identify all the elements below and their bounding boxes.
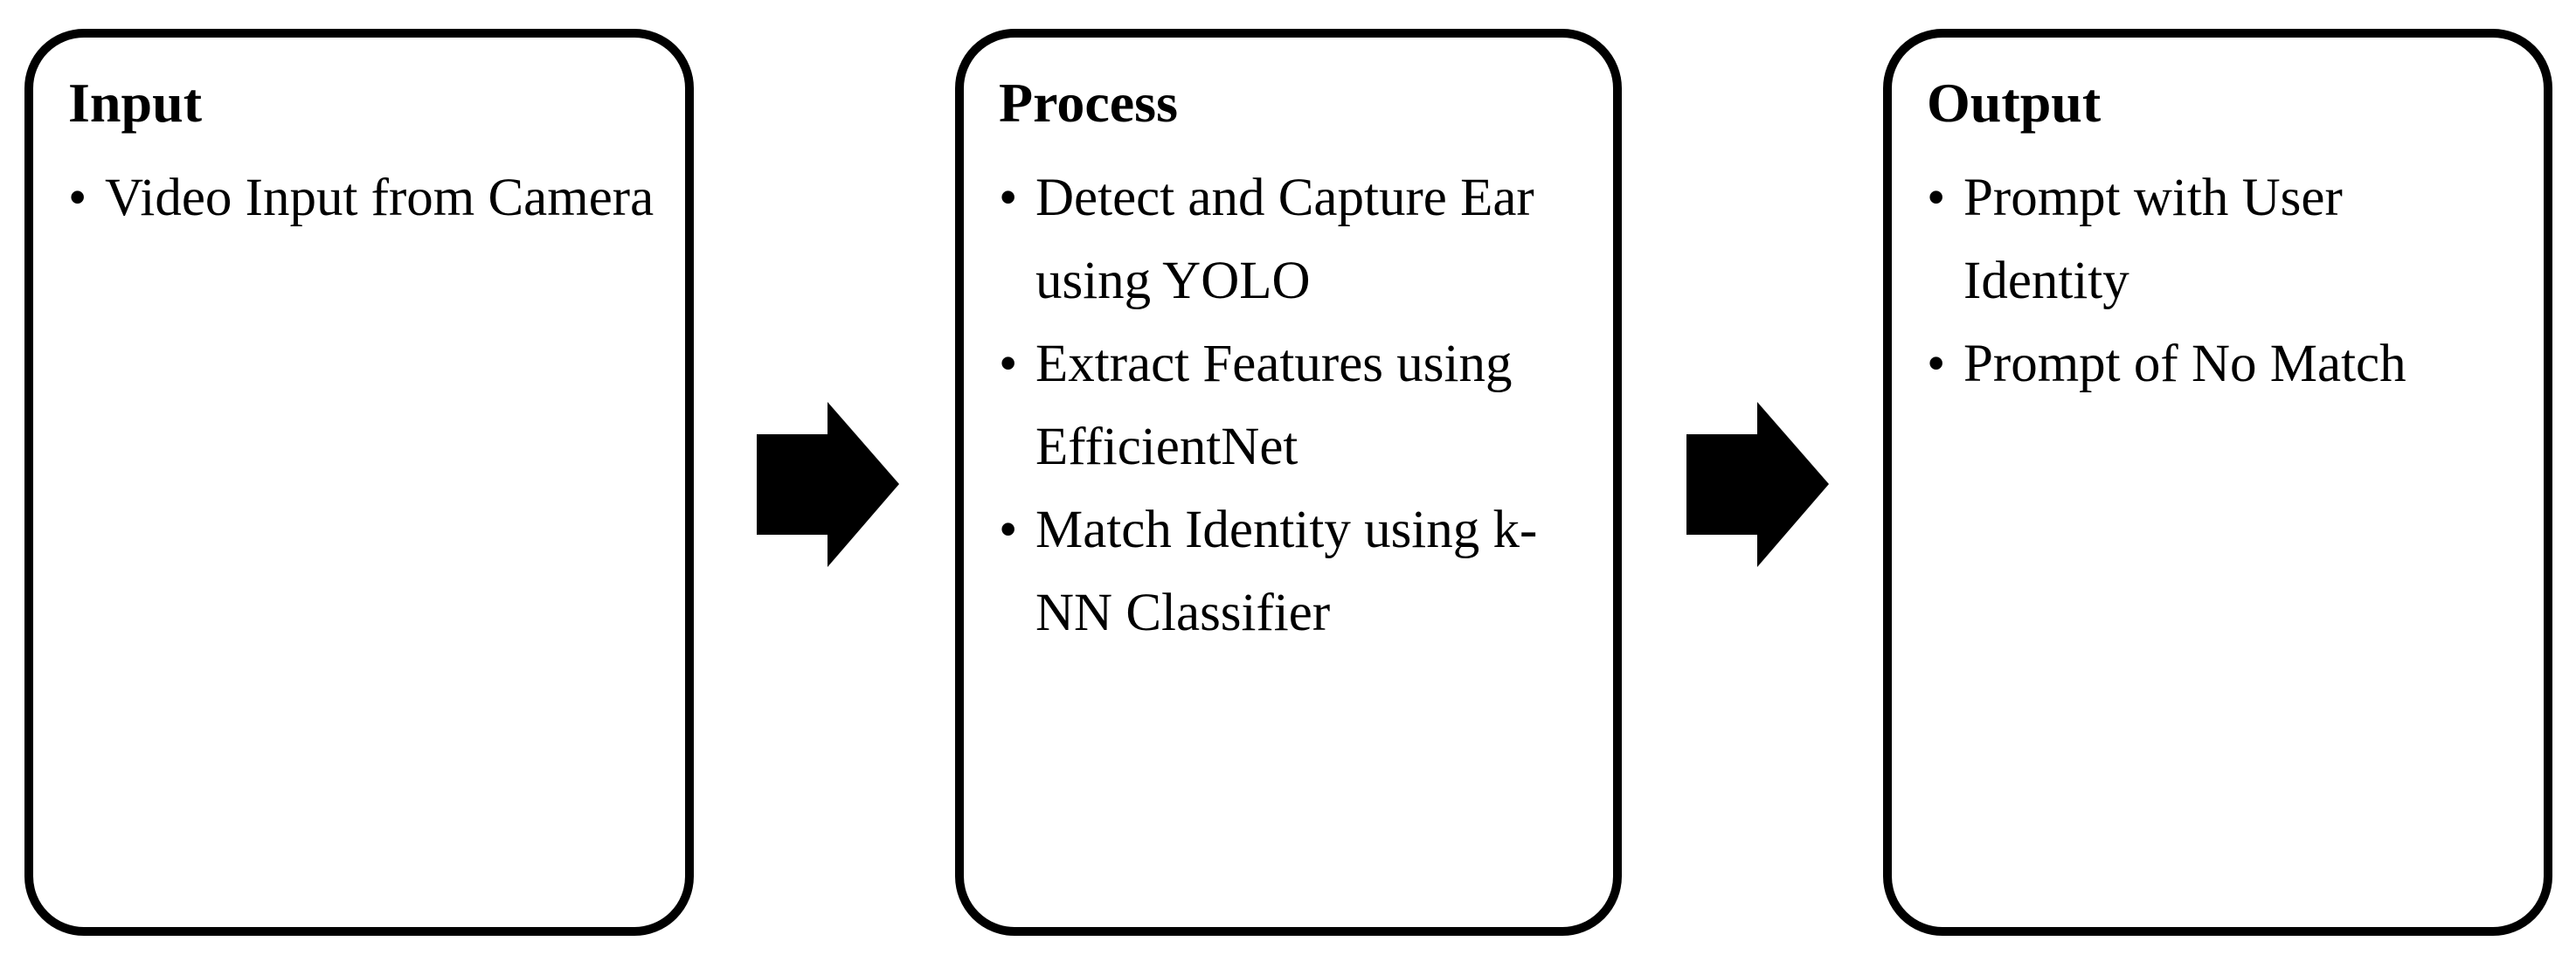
bullet-dot-icon: • [1927,335,1946,393]
bullet-dot-icon: • [999,501,1018,559]
stage-content-input: Input • Video Input from Camera [33,38,685,239]
stage-box-process[interactable]: Process • Detect and Capture Ear using Y… [955,29,1622,936]
stage-heading-output: Output [1927,72,2102,134]
bullet-dot-icon: • [68,169,87,227]
list-item: • Video Input from Camera [68,156,664,239]
stage-heading-input: Input [68,72,202,134]
bullet-text: Prompt of No Match [1963,335,2406,393]
right-block-arrow-icon-1 [757,402,899,567]
stage-box-input[interactable]: Input • Video Input from Camera [24,29,694,936]
bullet-dot-icon: • [1927,169,1946,227]
bullet-text: Video Input from Camera [105,169,654,227]
list-item: • Match Identity using k-NN Classifier [999,488,1560,654]
bullet-text: Prompt with User Identity [1963,169,2343,310]
bullet-text: Detect and Capture Ear using YOLO [1035,169,1534,310]
bullet-dot-icon: • [999,169,1018,227]
list-item: • Prompt with User Identity [1927,156,2488,322]
stage-content-process: Process • Detect and Capture Ear using Y… [964,38,1613,654]
list-item: • Extract Features using EfficientNet [999,322,1560,488]
stage-content-output: Output • Prompt with User Identity • Pro… [1892,38,2544,405]
list-item: • Prompt of No Match [1927,322,2488,405]
right-block-arrow-icon-2 [1686,402,1829,567]
stage-box-output[interactable]: Output • Prompt with User Identity • Pro… [1883,29,2552,936]
bullet-list-input: • Video Input from Camera [68,156,664,239]
bullet-text: Extract Features using EfficientNet [1035,335,1513,476]
stage-heading-process: Process [999,72,1178,134]
bullet-list-process: • Detect and Capture Ear using YOLO • Ex… [999,156,1592,654]
bullet-list-output: • Prompt with User Identity • Prompt of … [1927,156,2523,405]
bullet-text: Match Identity using k-NN Classifier [1035,501,1538,642]
list-item: • Detect and Capture Ear using YOLO [999,156,1560,322]
bullet-dot-icon: • [999,335,1018,393]
